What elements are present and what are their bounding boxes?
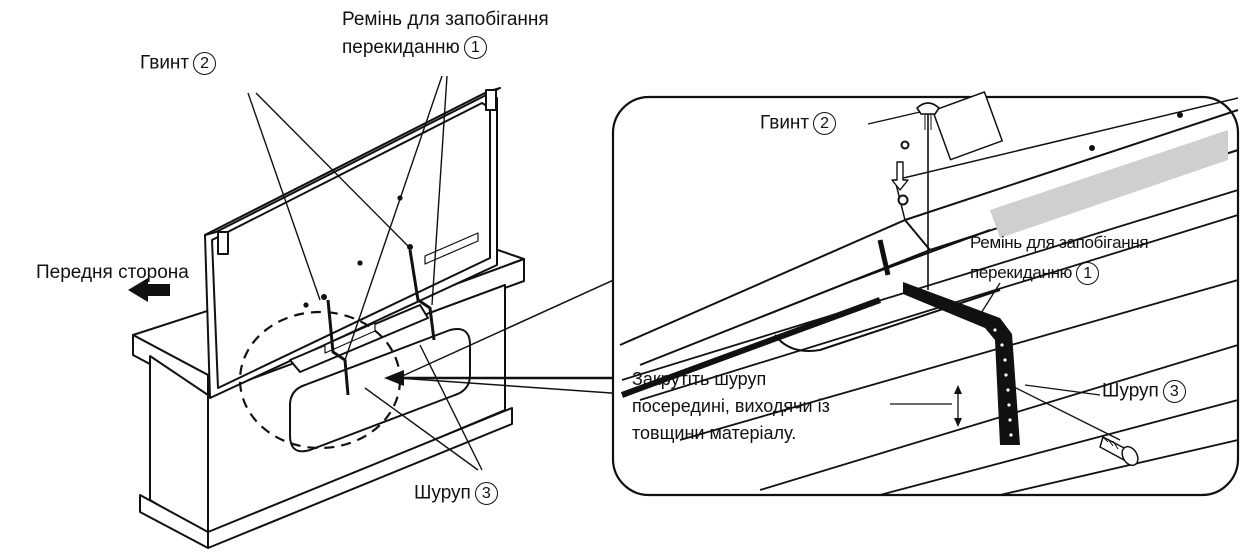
strap-detail	[877, 239, 1020, 445]
screw-number-detail: 2	[813, 112, 837, 135]
detail-illustration	[619, 91, 1239, 496]
wood-screw-label-bottom-text: Шуруп	[414, 482, 471, 504]
strap-number-left: 1	[463, 36, 487, 60]
wood-screw-number-bottom: 3	[474, 482, 498, 505]
strap-label-detail-line1: Ремінь для запобігання	[970, 233, 1149, 252]
screw-number-left: 2	[193, 52, 217, 75]
tighten-note-line3: товщини матеріалу.	[632, 423, 797, 443]
leader-lines-detail	[867, 111, 1101, 396]
tighten-note-line2: посередині, виходячи із	[632, 396, 830, 416]
wood-screw-number-detail: 3	[1162, 380, 1186, 403]
wood-screw-label-detail-text: Шуруп	[1102, 380, 1159, 402]
strap-label-detail-line2: перекиданню	[970, 263, 1073, 282]
strap-label-left-line1: Ремінь для запобігання	[342, 9, 549, 30]
screw-label-left-text: Гвинт	[140, 52, 190, 74]
front-side-label: Передня сторона	[36, 262, 189, 283]
tighten-note-line1: Закрутіть шуруп	[632, 369, 767, 389]
strap-number-detail: 1	[1076, 262, 1100, 286]
strap-label-left-line2: перекиданню	[342, 37, 460, 58]
thickness-dimension	[890, 385, 962, 427]
tighten-note: Закрутіть шуруп посередині, виходячи із …	[632, 366, 830, 447]
front-direction-arrow	[128, 278, 170, 302]
tv-illustration	[204, 87, 501, 399]
leader-lines-left	[247, 75, 483, 471]
wood-screw-3-icon	[1009, 384, 1139, 467]
strap-illustration	[326, 249, 436, 396]
callout-arrow	[384, 267, 641, 396]
screw-2-icon	[916, 102, 940, 290]
screw-label-detail-text: Гвинт	[760, 112, 810, 134]
